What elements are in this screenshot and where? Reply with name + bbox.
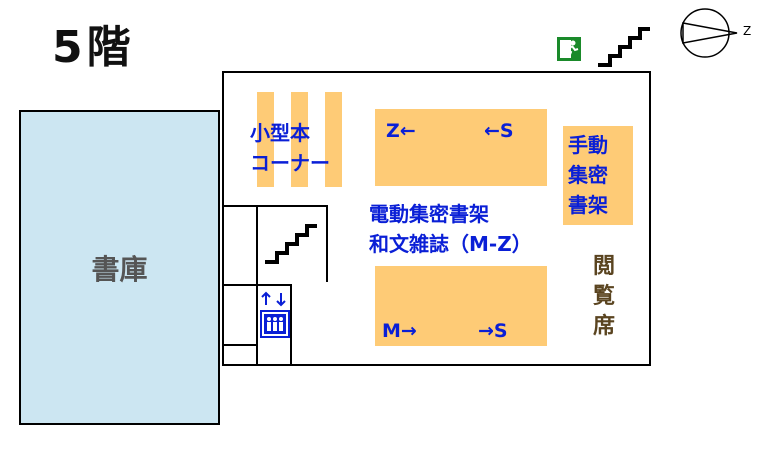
small-book-corner-label: 小型本 コーナー [250, 118, 330, 178]
core-wall-left [256, 205, 258, 365]
reading-seats-line1: 閲 [593, 254, 616, 279]
stairs-icon [598, 27, 650, 67]
shelf-marker-bottom-right: →S [478, 320, 508, 342]
compass-label: Z [743, 24, 752, 38]
mobile-shelf-block-top [375, 109, 547, 186]
small-book-corner-line2: コーナー [250, 151, 330, 175]
elevator-icon [260, 291, 290, 338]
compass-icon [680, 8, 738, 58]
manual-shelves-label: 手動 集密 書架 [568, 130, 608, 220]
manual-shelves-line2: 集密 [568, 163, 608, 187]
small-book-corner-line1: 小型本 [250, 121, 310, 145]
mobile-shelf-block-bottom [375, 266, 547, 346]
shelf-marker-top-left: Z← [386, 120, 416, 142]
mobile-shelves-label: 電動集密書架 和文雑誌（M-Z） [369, 199, 532, 259]
reading-seats-label: 閲 覧 席 [593, 252, 615, 342]
storage-room [19, 110, 220, 425]
mobile-shelves-line2: 和文雑誌（M-Z） [369, 232, 532, 256]
storage-label: 書庫 [91, 253, 148, 286]
core-wall-elevator [290, 284, 292, 364]
small-book-shelf [291, 92, 308, 187]
manual-shelves-line1: 手動 [568, 133, 608, 157]
shelf-marker-bottom-left: M→ [382, 320, 417, 342]
manual-shelves-line3: 書架 [568, 193, 608, 217]
small-book-shelf [257, 92, 274, 187]
shelf-marker-top-right: ←S [484, 120, 514, 142]
small-book-shelf [325, 92, 342, 187]
core-wall-bottom [222, 344, 258, 346]
core-wall-top [222, 205, 328, 207]
reading-seats-line2: 覧 [593, 284, 616, 309]
mobile-shelves-line1: 電動集密書架 [369, 202, 489, 226]
stairs-icon [265, 224, 317, 264]
manual-shelf-block [563, 126, 633, 225]
reading-room [222, 71, 651, 366]
core-wall-right [326, 205, 328, 282]
floor-title: 5階 [52, 22, 135, 73]
emergency-exit-icon [557, 37, 581, 61]
reading-seats-line3: 席 [593, 314, 616, 339]
